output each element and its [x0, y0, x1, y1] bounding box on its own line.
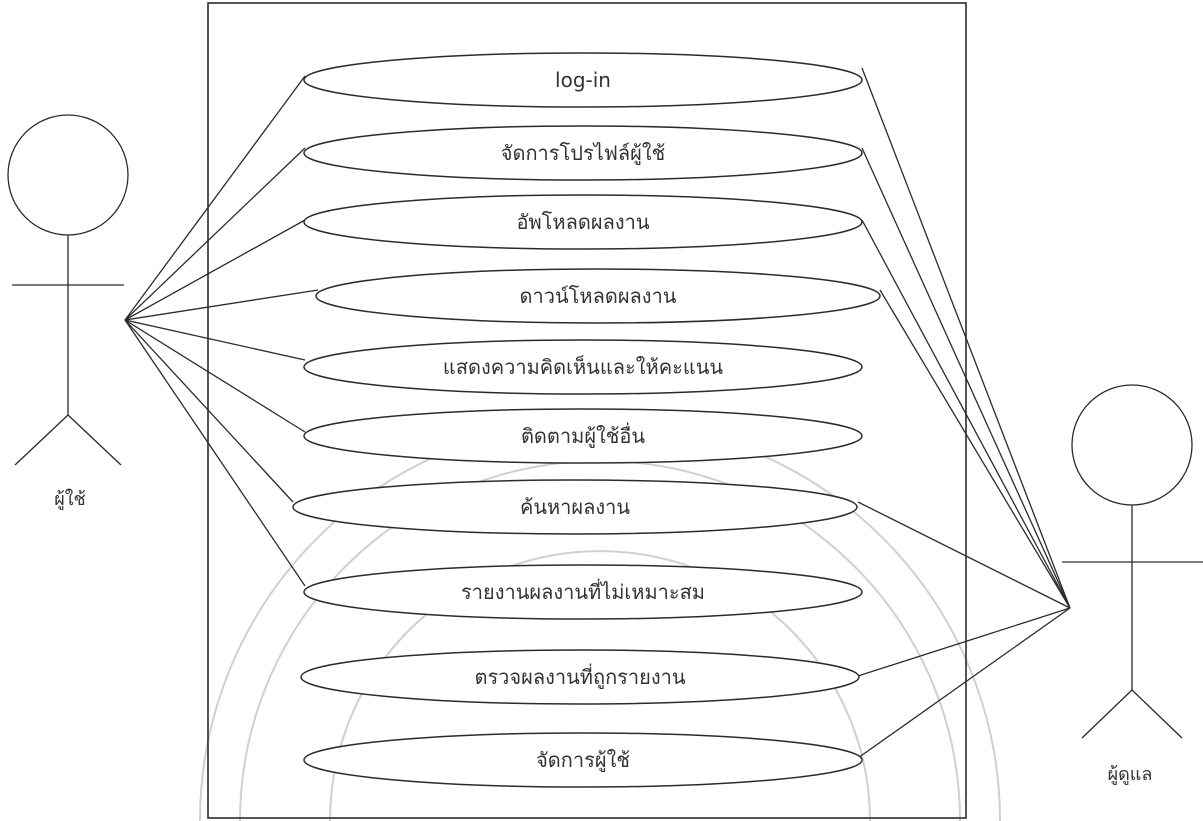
use-case-manage-users: จัดการผู้ใช้: [303, 732, 863, 788]
svg-text:ติดตามผู้ใช้อื่น: ติดตามผู้ใช้อื่น: [521, 422, 645, 449]
assoc-user-search: [124, 319, 294, 503]
assoc-admin-manage-users: [857, 607, 1071, 759]
admin-associations: [857, 67, 1071, 759]
actor-admin-left-leg: [1081, 689, 1133, 739]
use-case-download: ดาวน์โหลดผลงาน: [315, 268, 881, 324]
use-case-upload: อัพโหลดผลงาน: [303, 194, 863, 250]
user-associations: [124, 75, 319, 587]
use-case-search: ค้นหาผลงาน: [292, 479, 858, 535]
actor-admin-head: [1071, 384, 1193, 506]
actor-user-right-leg: [67, 414, 122, 466]
svg-text:รายงานผลงานที่ไม่เหมาะสม: รายงานผลงานที่ไม่เหมาะสม: [461, 578, 705, 604]
assoc-admin-search: [857, 501, 1071, 609]
use-case-review-reported: ตรวจผลงานที่ถูกรายงาน: [300, 649, 860, 705]
assoc-user-comment: [124, 319, 306, 361]
svg-text:แสดงความคิดเห็นและให้คะแนน: แสดงความคิดเห็นและให้คะแนน: [443, 354, 723, 379]
use-case-follow-users: ติดตามผู้ใช้อื่น: [303, 408, 863, 464]
use-case-report: รายงานผลงานที่ไม่เหมาะสม: [303, 564, 863, 620]
use-case-manage-profile: จัดการโปรไฟล์ผู้ใช้: [303, 125, 863, 181]
svg-text:อัพโหลดผลงาน: อัพโหลดผลงาน: [516, 210, 649, 234]
assoc-user-upload: [124, 219, 306, 321]
assoc-admin-download: [879, 289, 1071, 609]
svg-text:ค้นหาผลงาน: ค้นหาผลงาน: [520, 495, 630, 519]
assoc-admin-upload: [861, 219, 1071, 609]
actor-admin: ผู้ดูแล: [1062, 384, 1203, 785]
actor-user-head: [7, 114, 129, 236]
use-case-comment-rate: แสดงความคิดเห็นและให้คะแนน: [303, 339, 863, 395]
svg-text:ตรวจผลงานที่ถูกรายงาน: ตรวจผลงานที่ถูกรายงาน: [474, 663, 685, 690]
actor-admin-label: ผู้ดูแล: [1108, 764, 1153, 785]
use-case-login: log-in: [303, 52, 863, 108]
assoc-user-download: [124, 289, 319, 321]
assoc-user-profile: [124, 147, 306, 321]
actor-admin-right-leg: [1131, 689, 1183, 739]
assoc-user-login: [124, 75, 306, 321]
svg-text:จัดการผู้ใช้: จัดการผู้ใช้: [536, 748, 630, 773]
assoc-admin-profile: [861, 147, 1071, 609]
actor-user: ผู้ใช้: [7, 114, 129, 510]
svg-text:log-in: log-in: [555, 68, 611, 92]
svg-text:จัดการโปรไฟล์ผู้ใช้: จัดการโปรไฟล์ผู้ใช้: [501, 141, 666, 166]
assoc-user-follow: [124, 319, 306, 433]
actor-user-label: ผู้ใช้: [54, 488, 86, 510]
assoc-user-report: [124, 319, 306, 587]
actor-user-left-leg: [14, 414, 69, 466]
assoc-admin-login: [861, 67, 1071, 609]
assoc-admin-review: [857, 607, 1071, 677]
svg-text:ดาวน์โหลดผลงาน: ดาวน์โหลดผลงาน: [520, 284, 677, 308]
